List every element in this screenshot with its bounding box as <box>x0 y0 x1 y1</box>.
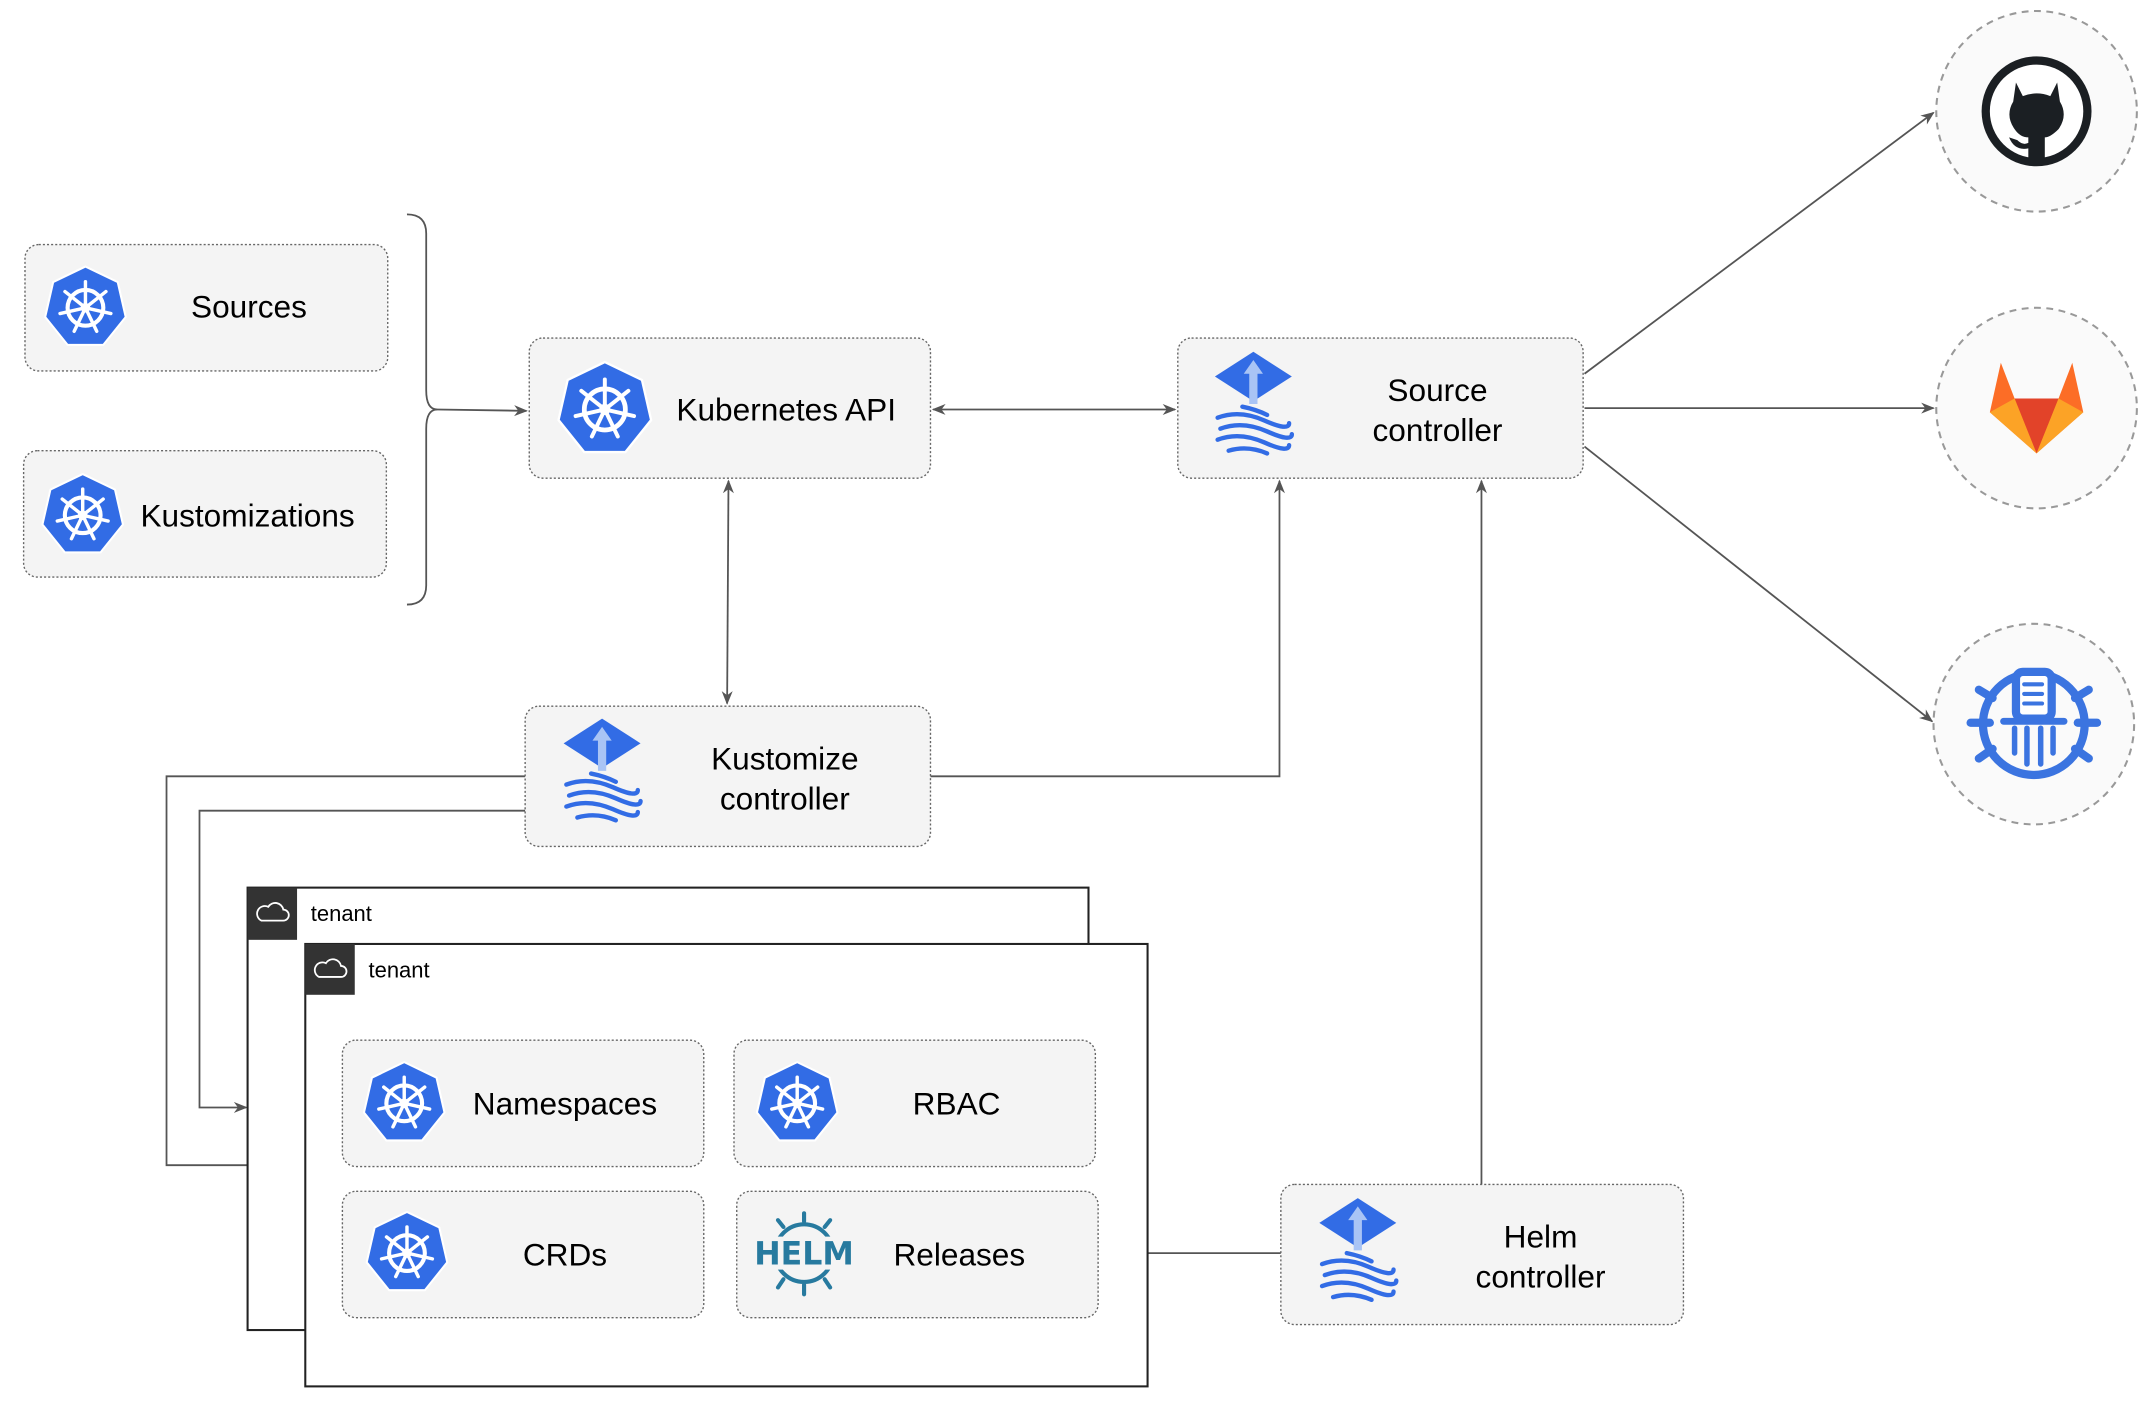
tenant-front[interactable]: tenant Namespaces RBAC CRDs <box>304 942 1149 1388</box>
kustomize-tenant-edge-2 <box>198 809 526 1113</box>
releases-label: Releases <box>893 1236 1025 1272</box>
source-bucket-edge <box>1583 445 1934 723</box>
gitlab-icon <box>1989 362 2084 454</box>
tenant-label: tenant <box>311 901 372 926</box>
kubernetes-api-label: Kubernetes API <box>676 391 896 427</box>
sources-brace <box>406 213 528 417</box>
rbac-node[interactable]: RBAC <box>733 1039 1097 1168</box>
kubernetes-api-node[interactable]: Kubernetes API <box>528 337 932 479</box>
bucket-icon <box>1966 667 2102 780</box>
kustomize-controller-label-2: controller <box>720 780 850 816</box>
kustomizations-node[interactable]: Kustomizations <box>22 449 388 578</box>
github-node[interactable] <box>1935 9 2138 213</box>
kustomize-controller-node[interactable]: Kustomize controller <box>524 705 932 848</box>
helm-controller-label-1: Helm <box>1504 1219 1578 1255</box>
namespaces-node[interactable]: Namespaces <box>341 1039 705 1168</box>
source-controller-label-2: controller <box>1373 412 1503 448</box>
sources-label: Sources <box>191 288 307 324</box>
kustomizations-label: Kustomizations <box>140 497 354 533</box>
tenant-label: tenant <box>369 958 430 983</box>
helm-icon: HELM <box>754 1211 854 1297</box>
source-controller-node[interactable]: Source controller <box>1177 337 1584 479</box>
cloud-icon <box>313 958 348 978</box>
helm-controller-node[interactable]: Helm controller <box>1280 1183 1685 1326</box>
namespaces-label: Namespaces <box>473 1085 657 1121</box>
gitlab-node[interactable] <box>1935 306 2138 510</box>
svg-text:HELM: HELM <box>754 1236 854 1272</box>
api-kustomize-edge <box>721 479 734 705</box>
crds-node[interactable]: CRDs <box>341 1190 705 1319</box>
rbac-label: RBAC <box>913 1085 1001 1121</box>
github-icon <box>1981 56 2092 167</box>
kustomize-controller-label-1: Kustomize <box>711 740 858 776</box>
connectors <box>165 111 1935 1259</box>
kustomize-source-edge <box>930 479 1285 778</box>
sources-node[interactable]: Sources <box>24 243 389 372</box>
source-controller-label-1: Source <box>1387 372 1487 408</box>
releases-node[interactable]: HELM Releases <box>736 1190 1099 1319</box>
helm-controller-label-2: controller <box>1476 1258 1606 1294</box>
cloud-icon <box>256 902 290 922</box>
bucket-node[interactable] <box>1932 622 2136 826</box>
kustomize-tenant-edge-1 <box>165 775 526 1171</box>
crds-label: CRDs <box>523 1236 607 1272</box>
source-github-edge <box>1583 111 1935 375</box>
